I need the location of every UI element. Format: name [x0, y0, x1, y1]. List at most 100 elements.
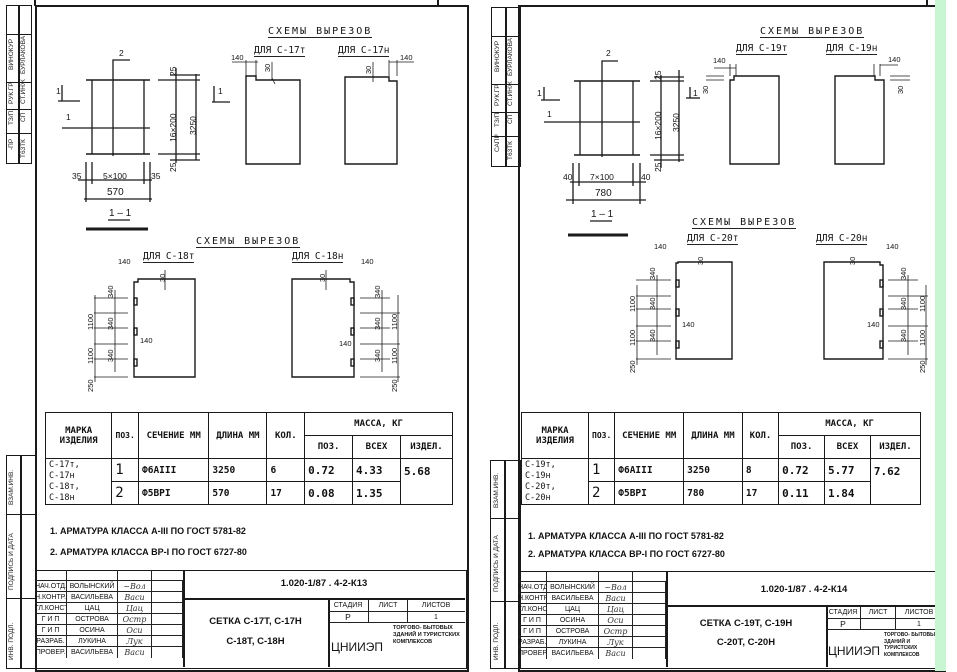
signature: Цац	[599, 604, 633, 615]
dim-label: 340	[648, 267, 657, 280]
signer-role: ГЛ.КОНСТ	[518, 604, 547, 615]
signer-role: Г И П	[35, 625, 67, 636]
section-mark: 1	[693, 88, 698, 98]
td-mass-pos: 0.72	[304, 458, 354, 482]
cutout-bottom-shapes	[636, 261, 928, 365]
signature: Остр	[118, 614, 152, 625]
mark-line: С-20т, С-20н	[525, 481, 556, 503]
pos-label: 2	[119, 48, 124, 58]
dim-label: 140	[140, 336, 153, 345]
frame-tick	[437, 0, 439, 6]
dim-label: 140	[713, 56, 726, 65]
cutout-label-n: ДЛЯ С-19н	[826, 43, 878, 55]
dim-label: 40	[563, 172, 573, 182]
stage-value: Р	[826, 619, 861, 630]
dim-label: 7×100	[590, 172, 614, 182]
cutout-label-n: ДЛЯ С-18н	[292, 251, 344, 263]
dim-label: 250	[918, 360, 927, 373]
dim-label: 1100	[390, 313, 399, 330]
spec-table: МАРКА ИЗДЕЛИЯ ПОЗ. СЕЧЕНИЕ ММ ДЛИНА ММ К…	[521, 412, 922, 505]
note: 1. АРМАТУРА КЛАССА А-III ПО ГОСТ 5781-82	[50, 526, 246, 536]
signature-row: НАЧ.ОТД.ВОЛЫНСКИЙ~Вол	[35, 580, 183, 592]
org-subtitle: ТОРГОВО- БЫТОВЫХ ЗДАНИЙ И ТУРИСТСКИХ КОМ…	[393, 625, 460, 645]
td-mass-all: 5.77	[824, 458, 871, 482]
mark-line: С-19т, С-19н	[525, 459, 556, 481]
signer-role: Г И П	[35, 614, 67, 625]
dim-label: 140	[682, 320, 695, 329]
th-mass-pos: ПОЗ.	[304, 435, 354, 459]
th-mass: МАССА, КГ	[778, 412, 921, 436]
signer-role: ПРОВЕР.	[35, 647, 67, 658]
signer-name: ВОЛЫНСКИЙ	[547, 582, 599, 593]
cutout-label-t: ДЛЯ С-20т	[687, 233, 739, 245]
drawing-title-line1: СЕТКА С-17Т, С-17Н	[209, 616, 302, 627]
section-mark: 1	[218, 86, 223, 96]
date-cell	[152, 592, 183, 603]
td-pos: 1	[587, 458, 616, 482]
th-section: СЕЧЕНИЕ ММ	[614, 412, 685, 459]
th-section: СЕЧЕНИЕ ММ	[138, 412, 210, 459]
signature: Лук	[118, 636, 152, 647]
dim-label: 250	[86, 379, 95, 392]
note: 2. АРМАТУРА КЛАССА ВР-I ПО ГОСТ 6727-80	[50, 547, 247, 557]
dim-label: 340	[106, 349, 115, 362]
signer-name: ЛУКИНА	[67, 636, 118, 647]
td-mass-pos: 0.08	[304, 481, 354, 505]
dim-label: 340	[648, 297, 657, 310]
date-cell	[152, 625, 183, 636]
dim-label: 340	[648, 329, 657, 342]
stage-value: Р	[328, 612, 369, 623]
signature: Васи	[599, 648, 633, 659]
frame-tick	[34, 0, 36, 6]
signature: Васи	[118, 647, 152, 658]
td-qty: 17	[741, 481, 780, 505]
signer-role: Н.КОНТР.	[518, 593, 547, 604]
dim-label: 35	[72, 171, 82, 181]
date-cell	[633, 648, 666, 659]
td-length: 3250	[208, 458, 268, 482]
side-record-block	[490, 460, 521, 669]
signer-role: НАЧ.ОТД.	[518, 582, 547, 593]
td-qty: 17	[266, 481, 306, 505]
th-pos: ПОЗ.	[111, 412, 140, 459]
th-mass-all: ВСЕХ	[352, 435, 401, 459]
dim-label: 570	[107, 187, 124, 198]
td-length: 570	[208, 481, 268, 505]
signer-role: РАЗРАБ.	[35, 636, 67, 647]
mark-line: С-17т, С-17н	[49, 459, 80, 481]
signer-name: ВОЛЫНСКИЙ	[67, 581, 118, 592]
dim-label: 340	[106, 285, 115, 298]
date-cell	[633, 626, 666, 637]
org-subtitle: ТОРГОВО- БЫТОВЫХ ЗДАНИЙ И ТУРИСТСКИХ КОМ…	[884, 632, 939, 658]
dim-label: 250	[628, 360, 637, 373]
cutout-top-shapes	[232, 60, 414, 165]
td-pos: 2	[111, 481, 140, 505]
dim-label: 340	[899, 329, 908, 342]
pos-label: 1	[66, 112, 71, 122]
date-cell	[633, 615, 666, 626]
note: 1. АРМАТУРА КЛАССА А-III ПО ГОСТ 5781-82	[528, 531, 724, 541]
cutout-label-t: ДЛЯ С-18т	[143, 251, 195, 263]
th-mass-item: ИЗДЕЛ.	[399, 435, 454, 459]
date-cell	[633, 593, 666, 604]
td-qty: 6	[266, 458, 306, 482]
dim-label: 140	[886, 242, 899, 251]
mark-line: С-18т, С-18н	[49, 481, 80, 503]
th-qty: КОЛ.	[266, 412, 306, 459]
org-name: ЦНИИЭП	[828, 644, 881, 658]
signer-role: Н.КОНТР.	[35, 592, 67, 603]
signature: Остр	[599, 626, 633, 637]
td-section: Ф5ВРI	[138, 481, 210, 505]
td-mass-all: 1.84	[824, 481, 871, 505]
section-title: 1 – 1	[591, 209, 614, 220]
cutout-title: СХЕМЫ ВЫРЕЗОВ	[196, 236, 301, 248]
cutout-label-n: ДЛЯ С-17н	[338, 45, 390, 57]
td-mass-item: 5.68	[399, 458, 454, 505]
signer-name: ВАСИЛЬЕВА	[67, 592, 118, 603]
